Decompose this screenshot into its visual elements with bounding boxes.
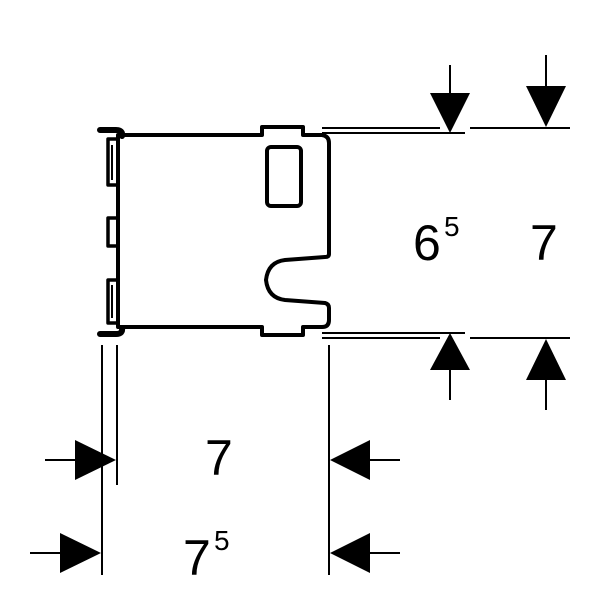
height-inner-sup: 5 <box>444 211 460 242</box>
height-outer-label: 7 <box>530 215 558 271</box>
part-outline <box>97 125 331 337</box>
width-outer-label: 7 <box>183 530 211 586</box>
arrow-up-icon <box>430 333 470 370</box>
arrow-up-icon <box>526 339 566 380</box>
dimension-arrows <box>60 86 566 573</box>
arrow-right-icon <box>75 440 116 480</box>
arrow-left-icon <box>330 533 370 573</box>
arrow-down-icon <box>430 93 470 133</box>
height-inner-label: 6 <box>413 215 441 271</box>
arrow-right-icon <box>60 533 101 573</box>
arrow-left-icon <box>330 440 370 480</box>
width-outer-sup: 5 <box>214 525 230 556</box>
width-inner-label: 7 <box>205 430 233 486</box>
arrow-down-icon <box>526 86 566 127</box>
